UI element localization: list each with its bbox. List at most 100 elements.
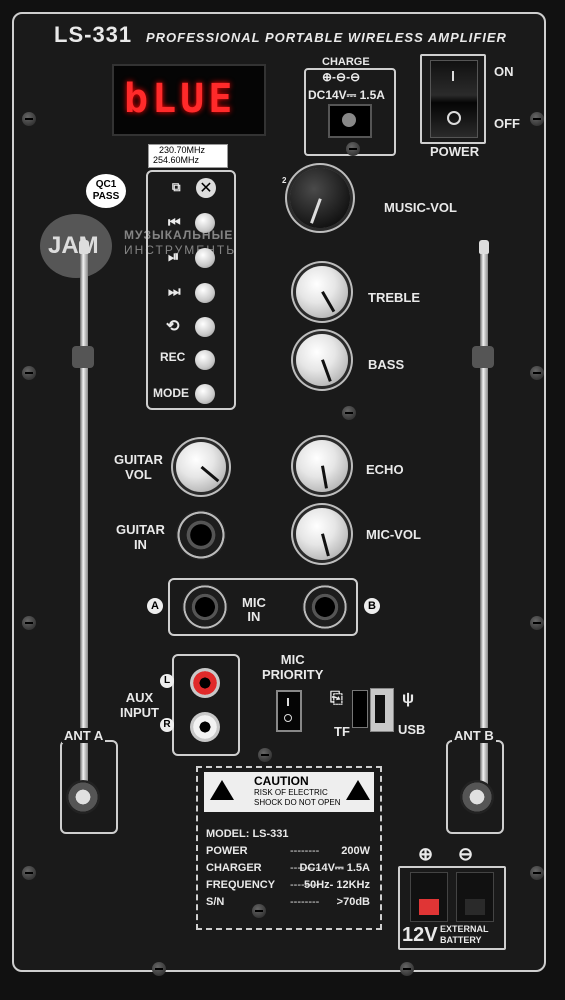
spec-row-label: FREQUENCY bbox=[206, 879, 276, 891]
spec-row-leader: -------- bbox=[290, 845, 320, 857]
power-switch-frame bbox=[420, 54, 486, 144]
aux-left-rca-jack[interactable] bbox=[190, 668, 220, 698]
frequency-sticker: 230.70MHz 254.60MHz bbox=[148, 144, 228, 168]
charge-spec: DC14V⎓ 1.5A bbox=[308, 88, 385, 102]
mic-a-jack[interactable] bbox=[182, 584, 228, 630]
led-display-text: bLUE bbox=[124, 76, 237, 122]
aux-frame bbox=[172, 654, 240, 756]
media-buttons-frame bbox=[146, 170, 236, 410]
battery-terminal-frame bbox=[398, 866, 506, 950]
screw-icon bbox=[152, 962, 166, 976]
screw-icon bbox=[400, 962, 414, 976]
aux-input-label: AUX INPUT bbox=[120, 690, 159, 720]
antenna-b-label: ANT B bbox=[452, 728, 496, 743]
antenna-b-base bbox=[460, 780, 494, 814]
mic-vol-knob[interactable] bbox=[296, 508, 348, 560]
tf-card-slot[interactable] bbox=[352, 690, 368, 728]
usb-port[interactable] bbox=[370, 688, 394, 732]
caution-title: CAUTION bbox=[254, 774, 309, 788]
tf-label: TF bbox=[334, 724, 350, 739]
echo-label: ECHO bbox=[366, 462, 404, 477]
previous-icon: ⏮ bbox=[168, 214, 181, 230]
spec-row-leader: -------- bbox=[290, 879, 320, 891]
screw-icon bbox=[530, 866, 544, 880]
mic-vol-label: MIC-VOL bbox=[366, 527, 421, 542]
sd-card-icon: ⎘ bbox=[330, 690, 343, 707]
mic-b-jack[interactable] bbox=[302, 584, 348, 630]
mic-in-frame bbox=[168, 578, 358, 636]
antenna-b-clip bbox=[472, 346, 494, 368]
screw-icon bbox=[258, 748, 272, 762]
previous-button[interactable] bbox=[195, 213, 215, 233]
spec-row-label: POWER bbox=[206, 845, 248, 857]
frequency-2: 254.60MHz bbox=[153, 155, 200, 165]
aux-right-rca-jack[interactable] bbox=[190, 712, 220, 742]
aux-l-marker: L bbox=[160, 674, 174, 688]
antenna-a-tip[interactable] bbox=[79, 240, 89, 254]
guitar-vol-knob[interactable] bbox=[176, 442, 226, 492]
next-button[interactable] bbox=[195, 283, 215, 303]
mic-in-label: MIC IN bbox=[242, 595, 266, 624]
spec-row-value: >70dB bbox=[336, 896, 370, 908]
battery-minus-icon: ⊖ bbox=[458, 844, 474, 864]
mic-priority-switch[interactable] bbox=[276, 690, 302, 732]
control-panel-plate bbox=[12, 12, 546, 972]
screw-icon bbox=[22, 616, 36, 630]
screw-icon bbox=[22, 866, 36, 880]
repeat-icon: ⟲ bbox=[166, 318, 180, 335]
caution-sticker: CAUTION RISK OF ELECTRIC SHOCK DO NOT OP… bbox=[204, 772, 374, 812]
caution-line1: RISK OF ELECTRIC bbox=[254, 788, 328, 797]
next-icon: ⏭ bbox=[168, 283, 181, 299]
repeat-button[interactable] bbox=[195, 317, 215, 337]
music-vol-knob[interactable] bbox=[290, 168, 350, 228]
spec-row-label: S/N bbox=[206, 896, 225, 908]
antenna-a-base bbox=[66, 780, 100, 814]
warning-icon-left bbox=[210, 780, 234, 800]
guitar-in-jack[interactable] bbox=[176, 510, 226, 560]
power-rocker-switch[interactable] bbox=[430, 60, 478, 138]
bass-knob[interactable] bbox=[296, 334, 348, 386]
power-label: POWER bbox=[430, 144, 480, 159]
battery-line2: BATTERY bbox=[440, 935, 482, 945]
screw-icon bbox=[252, 904, 266, 918]
spec-row-value: DC14V⎓ 1.5A bbox=[299, 862, 370, 874]
polarity-icon: ⊕-⊖-⊖ bbox=[322, 70, 361, 84]
dc-charge-jack[interactable] bbox=[328, 104, 372, 138]
watermark-logo: JAM bbox=[40, 214, 112, 278]
screw-icon bbox=[530, 112, 544, 126]
spec-row-label: CHARGER bbox=[206, 862, 262, 874]
charge-label: CHARGE bbox=[322, 56, 370, 68]
rec-label: REC bbox=[160, 350, 186, 364]
spec-label-plate bbox=[196, 766, 382, 930]
frequency-1: 230.70MHz bbox=[159, 145, 206, 155]
screw-icon bbox=[342, 406, 356, 420]
spec-row-label: MODEL: LS-331 bbox=[206, 828, 289, 840]
power-on-label: ON bbox=[494, 64, 514, 79]
battery-negative-terminal[interactable] bbox=[456, 872, 494, 922]
spec-row-value: 50Hz- 12KHz bbox=[303, 879, 370, 891]
power-off-label: OFF bbox=[494, 116, 520, 131]
rec-button[interactable] bbox=[195, 350, 215, 370]
qc-line1: QC1 bbox=[95, 179, 117, 190]
screw-icon bbox=[22, 112, 36, 126]
echo-knob[interactable] bbox=[296, 440, 348, 492]
mode-button[interactable] bbox=[195, 384, 215, 404]
music-vol-scale: 2 bbox=[282, 176, 287, 185]
spec-row-value: 200W bbox=[341, 845, 370, 857]
warning-icon-right bbox=[346, 780, 370, 800]
antenna-b-tip[interactable] bbox=[479, 240, 489, 254]
play-pause-icon: ⏯ bbox=[168, 248, 180, 264]
treble-knob[interactable] bbox=[296, 266, 348, 318]
spec-row-leader: -------- bbox=[290, 896, 320, 908]
caution-line2: SHOCK DO NOT OPEN bbox=[254, 798, 341, 807]
watermark-brand: JAM bbox=[48, 232, 99, 259]
guitar-in-label: GUITAR IN bbox=[116, 522, 165, 552]
battery-positive-terminal[interactable] bbox=[410, 872, 448, 922]
play-pause-button[interactable] bbox=[195, 248, 215, 268]
usb-label: USB bbox=[398, 722, 426, 737]
ir-receiver-icon: ✕ bbox=[196, 178, 216, 198]
antenna-b-rod bbox=[480, 250, 488, 790]
battery-plus-icon: ⊕ bbox=[418, 844, 434, 864]
mic-priority-label: MIC PRIORITY bbox=[262, 652, 324, 682]
